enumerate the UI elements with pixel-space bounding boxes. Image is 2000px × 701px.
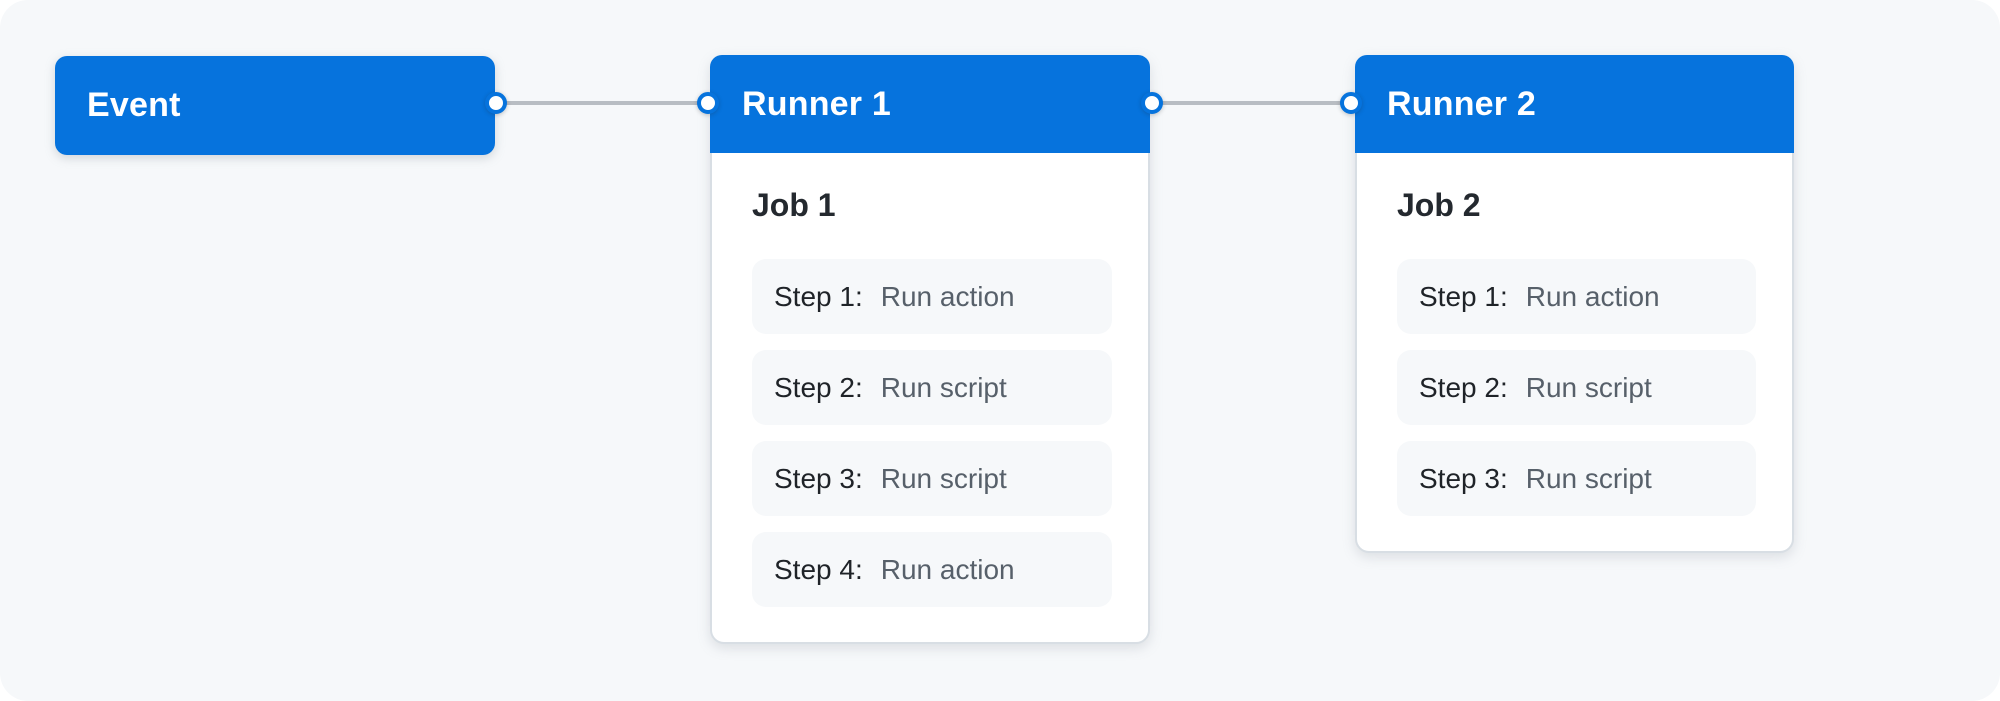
runner2-step-2: Step 2: Run script xyxy=(1397,350,1756,425)
connector-dot-runner1-in xyxy=(697,92,719,114)
event-node: Event xyxy=(55,56,495,155)
runner1-header: Runner 1 xyxy=(710,55,1150,153)
step-label: Step 3: xyxy=(1419,462,1508,494)
step-value: Run action xyxy=(880,553,1015,585)
step-label: Step 2: xyxy=(774,371,863,403)
runner2-card: Runner 2 Job 2 Step 1: Run action Step 2… xyxy=(1355,55,1794,553)
runner1-body: Job 1 Step 1: Run action Step 2: Run scr… xyxy=(712,153,1148,642)
runner1-step-2: Step 2: Run script xyxy=(752,350,1112,425)
step-label: Step 2: xyxy=(1419,371,1508,403)
runner1-step-1: Step 1: Run action xyxy=(752,259,1112,334)
event-node-label: Event xyxy=(87,86,181,124)
runner2-step-3: Step 3: Run script xyxy=(1397,441,1756,516)
runner2-body: Job 2 Step 1: Run action Step 2: Run scr… xyxy=(1357,153,1792,551)
runner2-job-heading: Job 2 xyxy=(1397,187,1481,223)
runner1-step-4: Step 4: Run action xyxy=(752,532,1112,607)
runner2-header: Runner 2 xyxy=(1355,55,1794,153)
connector-dot-event-out xyxy=(485,92,507,114)
step-value: Run script xyxy=(1525,371,1652,403)
connector-line-event-runner1 xyxy=(496,101,708,105)
runner1-card: Runner 1 Job 1 Step 1: Run action Step 2… xyxy=(710,55,1150,644)
step-value: Run script xyxy=(880,462,1007,494)
step-value: Run script xyxy=(880,371,1007,403)
step-value: Run script xyxy=(1525,462,1652,494)
runner2-step-1: Step 1: Run action xyxy=(1397,259,1756,334)
runner1-step-3: Step 3: Run script xyxy=(752,441,1112,516)
step-label: Step 3: xyxy=(774,462,863,494)
runner1-job-heading: Job 1 xyxy=(752,187,836,223)
step-label: Step 1: xyxy=(1419,280,1508,312)
runner2-title: Runner 2 xyxy=(1387,84,1536,123)
connector-line-runner1-runner2 xyxy=(1152,101,1351,105)
step-label: Step 1: xyxy=(774,280,863,312)
step-value: Run action xyxy=(1525,280,1660,312)
step-label: Step 4: xyxy=(774,553,863,585)
connector-dot-runner2-in xyxy=(1340,92,1362,114)
connector-dot-runner1-out xyxy=(1141,92,1163,114)
runner1-title: Runner 1 xyxy=(742,84,891,123)
step-value: Run action xyxy=(880,280,1015,312)
